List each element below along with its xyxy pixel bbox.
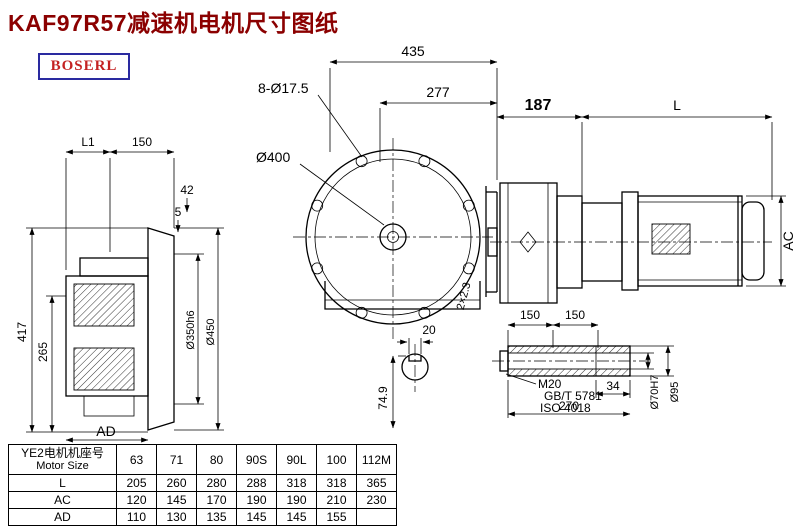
cell: 145 [236, 508, 277, 526]
dim-277: 277 [426, 84, 450, 100]
dim-AC: AC [780, 231, 796, 250]
dim-d400: Ø400 [256, 149, 290, 165]
cell: 135 [196, 508, 237, 526]
row-label-AD: AD [8, 508, 117, 526]
header-col-112M: 112M [356, 444, 397, 475]
dim-L: L [673, 97, 681, 113]
left-view: L1 150 42 5 417 265 AD Ø350h6 Ø450 [15, 135, 224, 443]
row-label-L: L [8, 474, 117, 492]
header-col-71: 71 [156, 444, 197, 475]
bolt-symbol [519, 231, 537, 253]
cell: 260 [156, 474, 197, 492]
cell: 210 [316, 491, 357, 509]
cell: 170 [196, 491, 237, 509]
cell: 190 [276, 491, 317, 509]
side-view-motor: 187 L AC [487, 97, 796, 304]
gearbox-body [499, 182, 558, 304]
cell: 130 [156, 508, 197, 526]
dim-5: 5 [175, 205, 182, 219]
mounting-flange-plate [147, 227, 175, 431]
motor-flange [621, 191, 639, 291]
dim-417: 417 [15, 322, 29, 342]
cell: 145 [276, 508, 317, 526]
cell: 120 [116, 491, 157, 509]
flange-inner-circle [314, 158, 472, 316]
cell: 230 [356, 491, 397, 509]
cell: 155 [316, 508, 357, 526]
page-title: KAF97R57减速机电机尺寸图纸 [8, 10, 339, 36]
header-motor-size-en: Motor Size [36, 460, 89, 472]
housing-base [324, 281, 481, 310]
table-row: AD 110 130 135 145 145 155 [8, 508, 397, 526]
table-header-row: YE2电机机座号 Motor Size 63 71 80 90S 90L 100… [8, 444, 397, 475]
row-label-AC: AC [8, 491, 117, 509]
bearing-section-lower [73, 347, 135, 391]
dim-150-a: 150 [520, 308, 540, 322]
dim-key-2x2.3: 2×2.3 [455, 281, 474, 311]
output-shaft-end [487, 227, 498, 257]
cell [356, 508, 397, 526]
shaft-section-circle [401, 353, 429, 381]
cell: 318 [316, 474, 357, 492]
bolt-holes [311, 155, 475, 319]
dim-20: 20 [422, 323, 436, 337]
cell: 190 [236, 491, 277, 509]
dim-d450: Ø450 [205, 319, 217, 346]
bearing-section-upper [73, 283, 135, 327]
bottom-boss [83, 395, 135, 417]
gearbox-top-step [79, 257, 149, 277]
cell: 110 [116, 508, 157, 526]
shaft-wall-upper [507, 345, 631, 354]
dim-AD: AD [96, 423, 115, 439]
thread-end [499, 350, 509, 372]
dim-34: 34 [606, 379, 620, 393]
flange-outer-circle [305, 149, 481, 325]
dim-74.9: 74.9 [376, 386, 390, 410]
dim-bolt-holes: 8-Ø17.5 [258, 80, 309, 96]
fan-cover [741, 201, 765, 281]
header-col-100: 100 [316, 444, 357, 475]
header-col-90S: 90S [236, 444, 277, 475]
dim-435: 435 [401, 43, 425, 59]
dim-270: 270 [559, 399, 579, 413]
cell: 318 [276, 474, 317, 492]
header-motor-size-cn: YE2电机机座号 [21, 446, 104, 460]
label-M20: M20 [538, 377, 562, 391]
boserl-logo: BOSERL [38, 53, 130, 80]
dim-150-top: 150 [132, 135, 152, 149]
header-col-63: 63 [116, 444, 157, 475]
shaft-wall-lower [507, 368, 631, 377]
dim-d350h6: Ø350h6 [185, 310, 197, 349]
dim-d95: Ø95 [669, 382, 681, 403]
cell: 145 [156, 491, 197, 509]
dim-42: 42 [180, 183, 194, 197]
center-hole-circle [387, 231, 399, 243]
label-gbt-5781: GB/T 5781 [544, 389, 602, 403]
shaft-bore-circle [379, 223, 407, 251]
shaft-cross-section: 20 74.9 [376, 323, 436, 429]
cell: 205 [116, 474, 157, 492]
table-row: AC 120 145 170 190 190 210 230 [8, 491, 397, 509]
cell: 280 [196, 474, 237, 492]
keyway [408, 356, 422, 362]
cell: 288 [236, 474, 277, 492]
dim-187: 187 [525, 97, 552, 114]
dim-d70H7: Ø70H7 [649, 375, 661, 410]
cell: 365 [356, 474, 397, 492]
motor-nameplate [651, 223, 691, 255]
header-col-80: 80 [196, 444, 237, 475]
header-col-90L: 90L [276, 444, 317, 475]
dim-150-b: 150 [565, 308, 585, 322]
dim-265: 265 [36, 342, 50, 362]
table-row: L 205 260 280 288 318 318 365 [8, 474, 397, 492]
hollow-shaft-detail: 150 150 M20 GB/T 5781 ISO 4018 34 270 Ø7… [492, 308, 681, 418]
dim-L1: L1 [81, 135, 95, 149]
header-motor-size: YE2电机机座号 Motor Size [8, 444, 117, 475]
motor-size-table: YE2电机机座号 Motor Size 63 71 80 90S 90L 100… [8, 444, 397, 526]
front-view: 435 277 8-Ø17.5 Ø400 2×2.3 [256, 43, 498, 340]
